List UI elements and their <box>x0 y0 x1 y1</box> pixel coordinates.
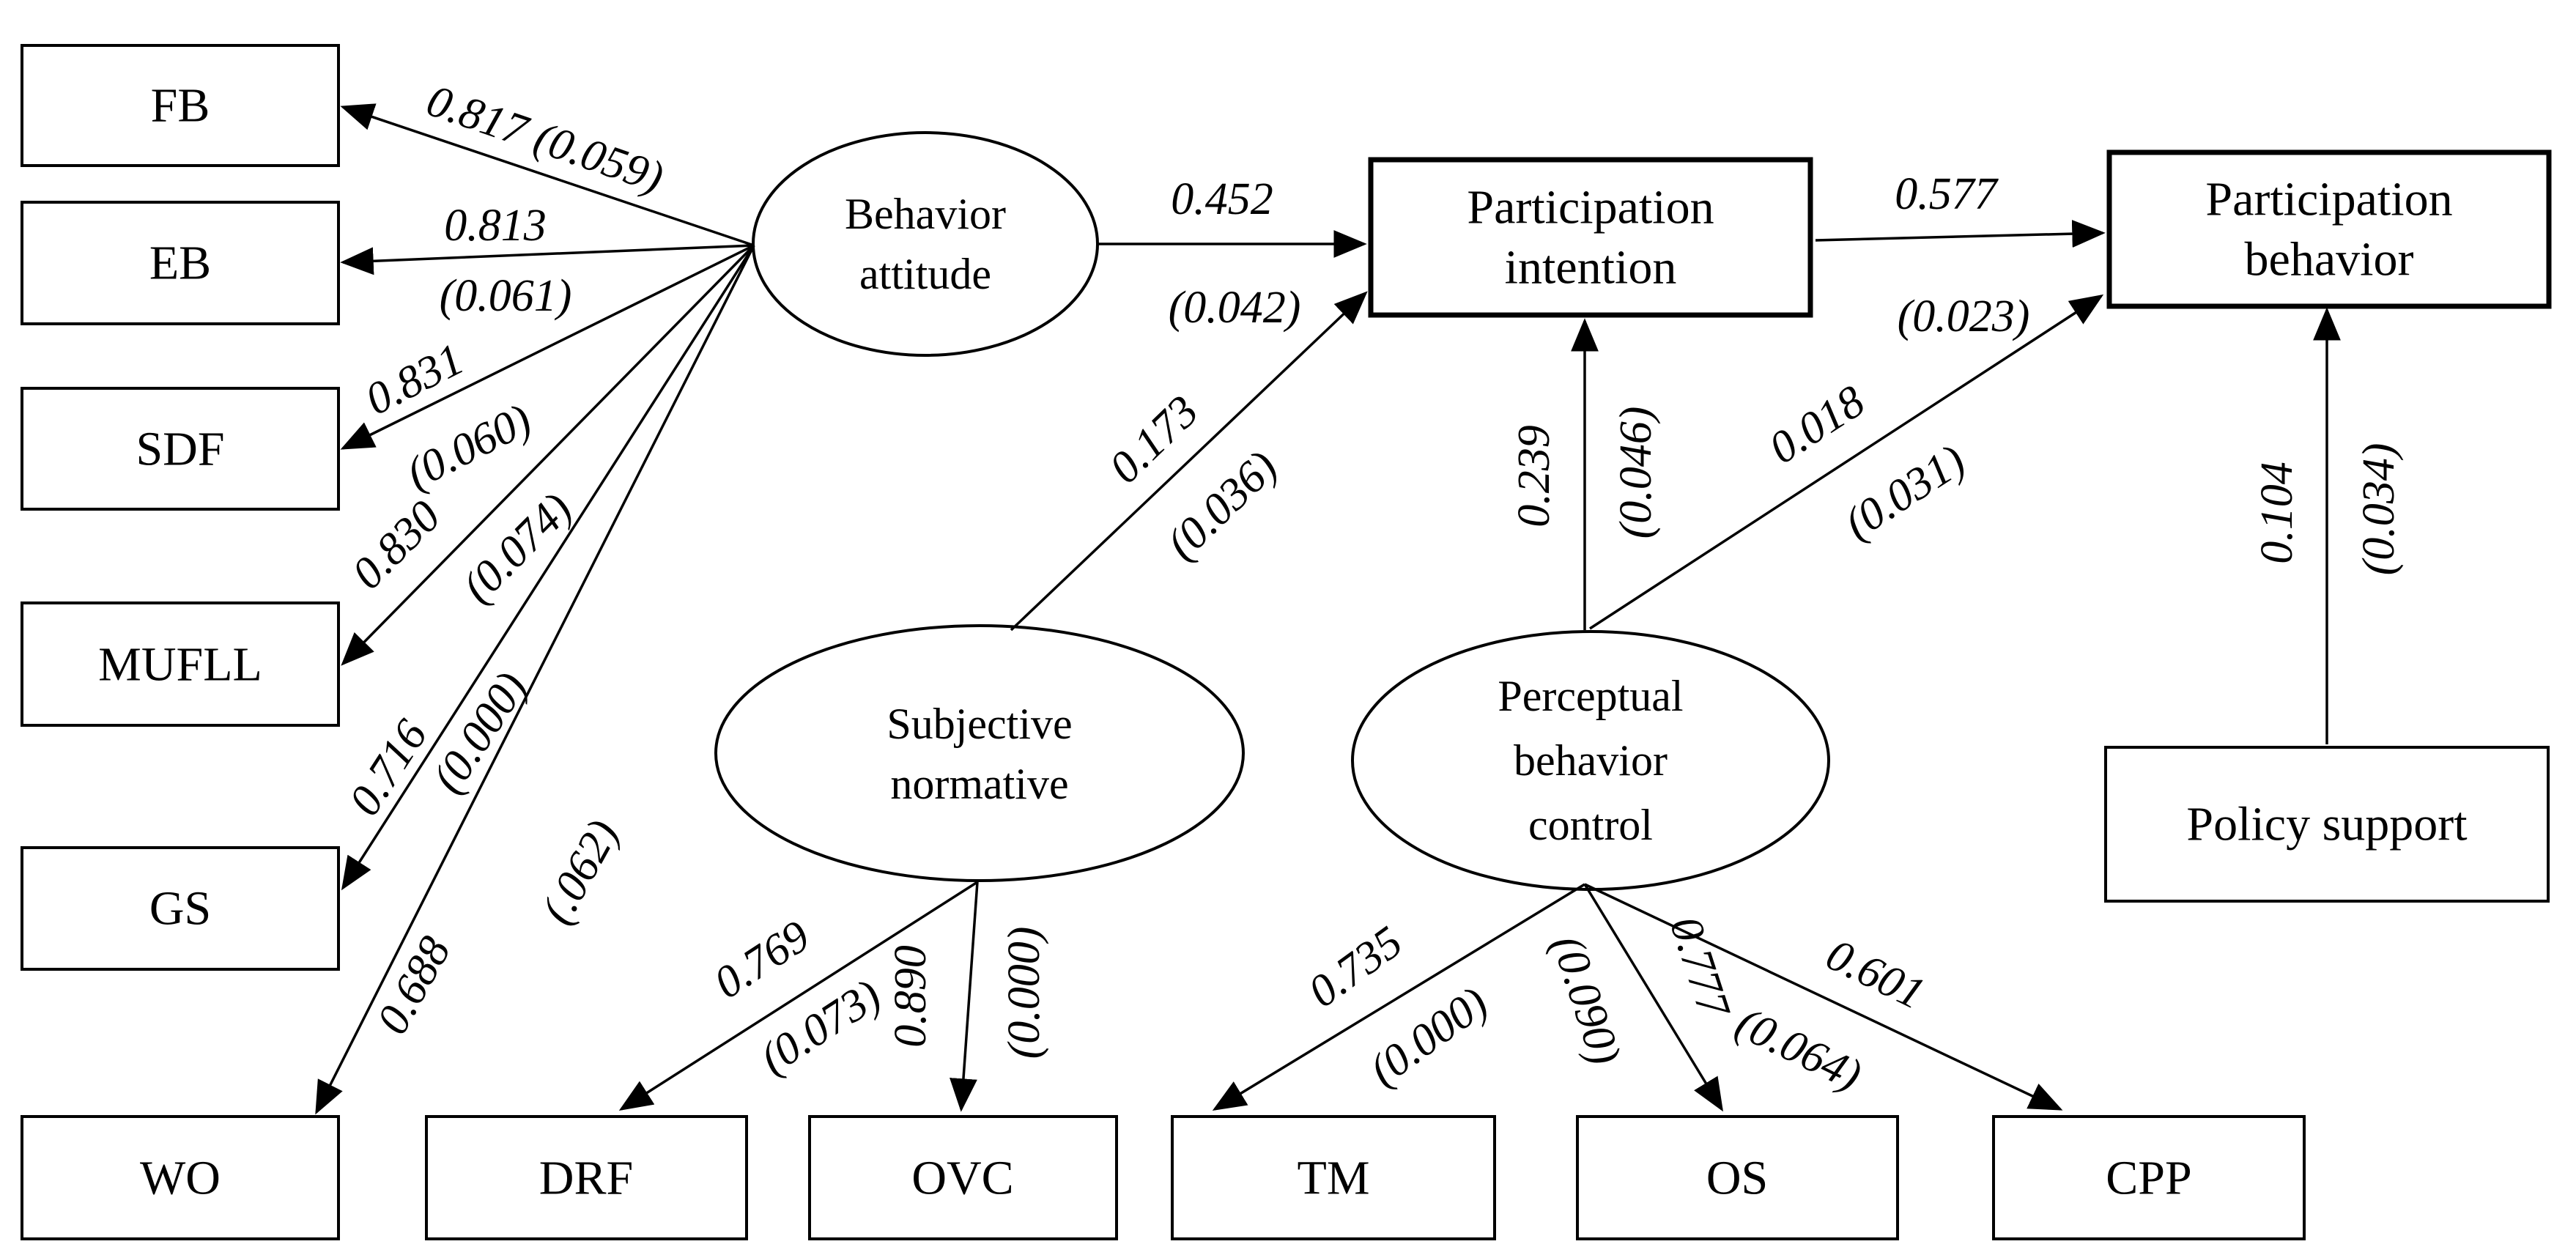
label-ba-pi-se: (0.042) <box>1169 283 1301 333</box>
label-ba-mufll-value: 0.830 <box>343 492 451 599</box>
indicator-gs-label: GS <box>149 882 211 936</box>
edge-ba-gs <box>341 245 755 891</box>
indicator-sdf-box <box>21 387 340 511</box>
participation-intention-label-line1: Participation <box>1467 181 1714 234</box>
indicator-os-box <box>1576 1115 1899 1240</box>
label-pbc-cpp-value: 0.601 <box>1818 930 1932 1019</box>
perceptual-behavior-control-label-line1: Perceptual <box>1498 672 1683 720</box>
label-sn-ovc-se: (0.000) <box>999 927 1049 1059</box>
label-pbc-pb-se: (0.031) <box>1836 435 1974 549</box>
indicator-gs-box <box>21 846 340 971</box>
participation-behavior-label-line2: behavior <box>2245 233 2414 286</box>
label-pbc-os-value: 0.777 <box>1660 911 1740 1026</box>
indicator-eb-box <box>21 201 340 325</box>
perceptual-behavior-control-label-line3: control <box>1528 801 1653 849</box>
participation-intention-label-line2: intention <box>1505 241 1677 295</box>
latent-subjective-normative-ellipse <box>714 624 1245 882</box>
participation-intention-box <box>1368 157 1813 318</box>
label-sn-drf-se: (0.073) <box>752 970 890 1084</box>
label-ba-eb-value: 0.813 <box>444 201 547 251</box>
participation-behavior-label-line1: Participation <box>2205 173 2452 226</box>
edge-ba-fb <box>340 103 755 247</box>
indicator-eb-label: EB <box>149 237 211 290</box>
edge-sn-drf <box>618 881 978 1111</box>
behavior-attitude-label-line2: attitude <box>859 250 991 298</box>
label-pbc-cpp-se: (0.064) <box>1728 998 1869 1100</box>
edge-pbc-cpp <box>1584 883 2063 1111</box>
latent-behavior-attitude-ellipse <box>752 131 1099 357</box>
label-ba-wo-se: (.062) <box>532 812 629 932</box>
edge-ba-mufll <box>341 244 755 666</box>
indicator-tm-box <box>1171 1115 1496 1240</box>
edge-sn-ovc <box>950 881 979 1112</box>
label-pbc-tm-se: (0.000) <box>1361 977 1497 1095</box>
policy-support-label: Policy support <box>2186 798 2467 851</box>
label-pbc-pb-value: 0.018 <box>1761 376 1873 473</box>
edge-ba-sdf <box>340 244 755 450</box>
latent-perceptual-behavior-control-ellipse <box>1351 630 1830 891</box>
perceptual-behavior-control-label-line2: behavior <box>1514 736 1668 785</box>
indicator-fb-box <box>21 44 340 167</box>
edge-ba-wo <box>315 245 755 1115</box>
indicator-drf-label: DRF <box>539 1152 633 1205</box>
participation-behavior-box <box>2106 149 2552 309</box>
indicator-wo-label: WO <box>140 1152 221 1205</box>
label-ba-fb: 0.817 (0.059) <box>421 75 670 203</box>
label-pi-pb-se: (0.023) <box>1898 292 2030 341</box>
label-pbc-os-se: (0.090) <box>1542 930 1631 1071</box>
label-ba-sdf-value: 0.831 <box>358 334 471 425</box>
subjective-normative-label-line2: normative <box>890 760 1068 808</box>
node-labels: FB EB SDF MUFLL GS WO DRF OVC TM OS CPP … <box>98 79 2467 1205</box>
label-sn-pi-se: (0.036) <box>1157 442 1287 570</box>
indicator-os-label: OS <box>1706 1152 1768 1205</box>
label-pbc-pi-se: (0.046) <box>1611 407 1661 539</box>
edge-pbc-os <box>1583 884 1723 1112</box>
indicator-ovc-box <box>808 1115 1118 1240</box>
label-ba-gs-value: 0.716 <box>339 711 437 824</box>
subjective-normative-label-line1: Subjective <box>887 700 1072 748</box>
edge-sn-pi <box>1010 291 1368 632</box>
label-ps-pb-se: (0.034) <box>2354 443 2404 576</box>
indicator-boxes <box>21 44 2552 1240</box>
label-ba-mufll-se: (0.074) <box>453 484 582 612</box>
indicator-mufll-label: MUFLL <box>98 638 262 692</box>
path-arrows <box>315 103 2341 1115</box>
label-ps-pb-value: 0.104 <box>2252 462 2302 564</box>
indicator-cpp-label: CPP <box>2106 1152 2191 1205</box>
label-pbc-tm-value: 0.735 <box>1300 917 1412 1017</box>
indicator-wo-box <box>21 1115 340 1240</box>
label-ba-eb-se: (0.061) <box>440 271 572 321</box>
label-pi-pb-value: 0.577 <box>1895 169 1999 219</box>
indicator-mufll-box <box>21 601 340 727</box>
label-sn-pi-value: 0.173 <box>1100 386 1208 493</box>
indicator-ovc-label: OVC <box>911 1152 1013 1205</box>
edge-ba-eb <box>340 244 755 275</box>
label-pbc-pi-value: 0.239 <box>1509 425 1559 527</box>
behavior-attitude-label-line1: Behavior <box>845 190 1006 238</box>
indicator-tm-label: TM <box>1298 1152 1370 1205</box>
label-ba-pi-value: 0.452 <box>1171 174 1273 224</box>
indicator-drf-box <box>425 1115 748 1240</box>
label-sn-ovc-value: 0.890 <box>886 945 936 1048</box>
indicator-sdf-label: SDF <box>136 423 224 476</box>
latent-ellipses <box>714 131 1830 891</box>
policy-support-box <box>2104 746 2550 903</box>
edge-pbc-tm <box>1212 883 1585 1111</box>
label-ba-gs-se: (0.000) <box>423 664 536 802</box>
indicator-cpp-box <box>1992 1115 2306 1240</box>
indicator-fb-label: FB <box>151 79 210 133</box>
edge-pi-pb <box>1815 220 2106 248</box>
edge-pbc-pb <box>1589 294 2104 630</box>
